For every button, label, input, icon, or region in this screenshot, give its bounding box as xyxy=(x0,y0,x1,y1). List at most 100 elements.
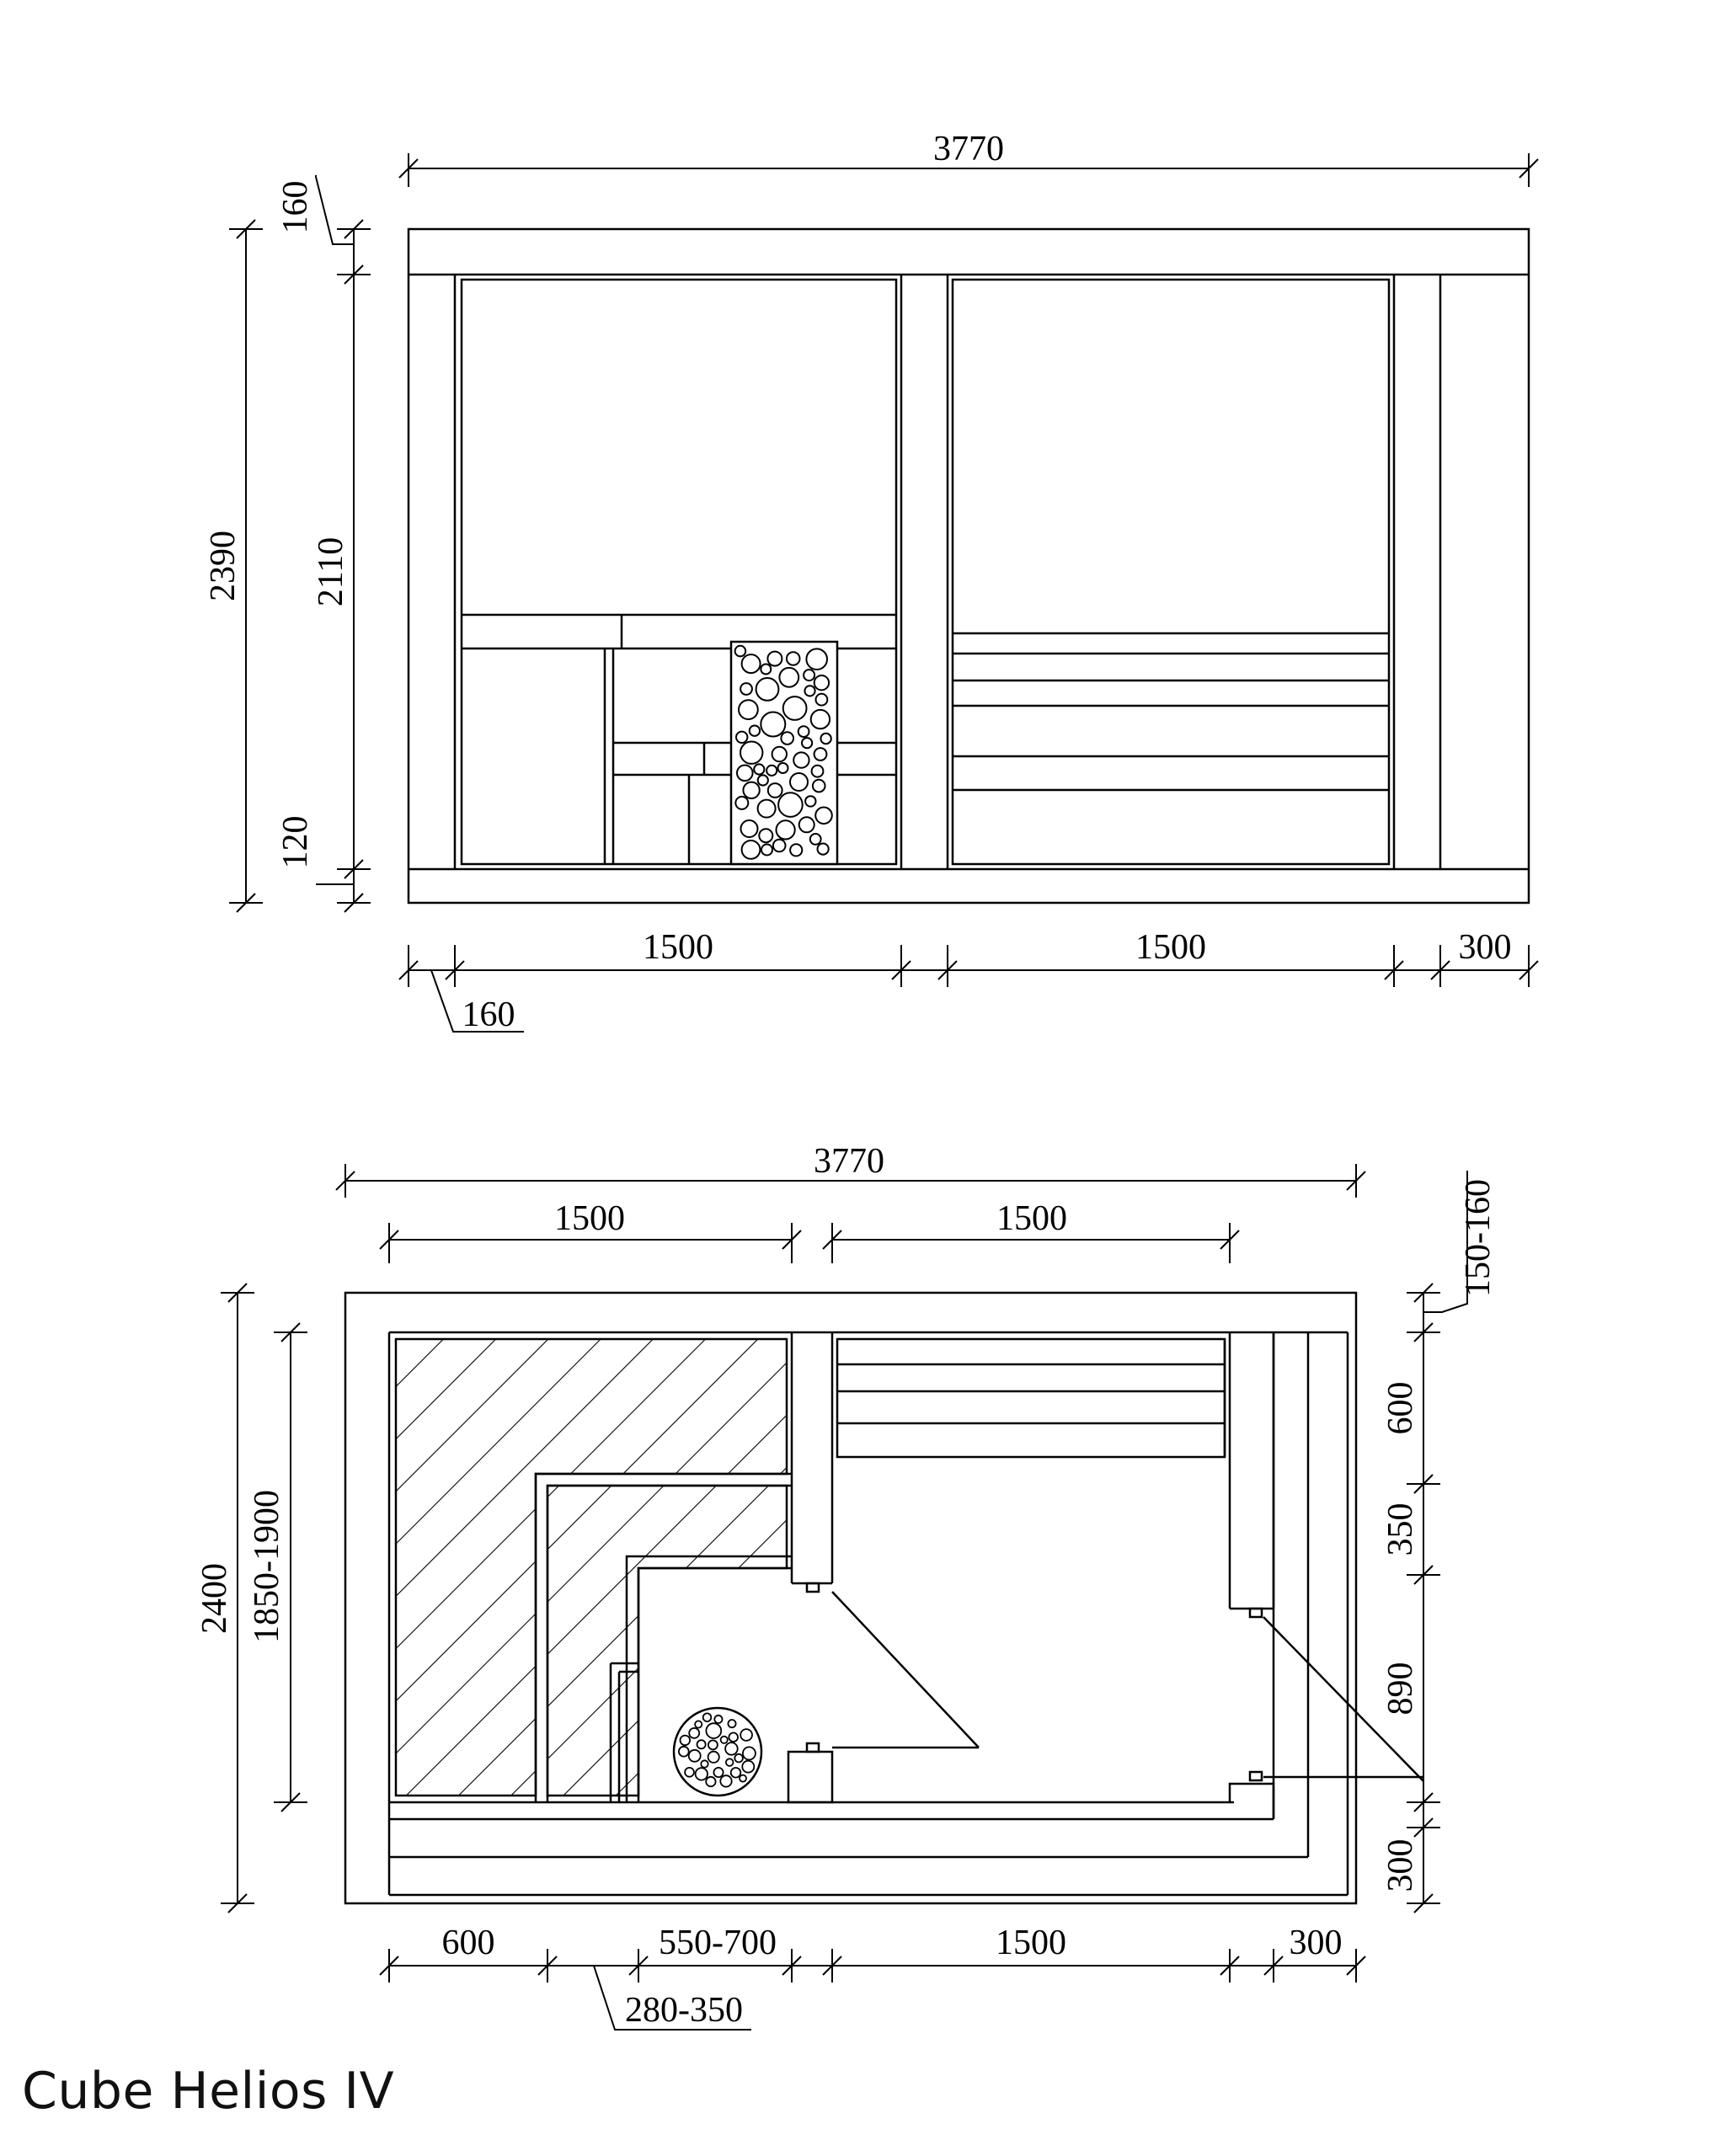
plan-depth-label: 2400 xyxy=(195,1563,234,1634)
stone xyxy=(729,1767,742,1779)
stone xyxy=(789,843,804,857)
stone xyxy=(801,737,814,750)
stone xyxy=(777,762,789,774)
left-room-pane xyxy=(460,278,898,866)
elev-right-room-label: 1500 xyxy=(1135,928,1206,967)
stone xyxy=(740,1728,753,1742)
stone xyxy=(739,1774,747,1783)
stone xyxy=(719,1735,729,1744)
plan-left-room-label: 1500 xyxy=(554,1199,625,1238)
stone xyxy=(789,772,809,792)
elev-width-label: 3770 xyxy=(933,130,1004,168)
stone xyxy=(713,1714,724,1724)
plan-bottom-left-label: 600 xyxy=(442,1924,495,1962)
stone xyxy=(719,1774,733,1788)
front-elevation xyxy=(407,227,1530,905)
elev-left-post-label: 160 xyxy=(462,995,515,1034)
stone xyxy=(814,806,833,825)
stone xyxy=(684,1767,695,1778)
elev-height-label: 2390 xyxy=(204,531,243,601)
plan-aisle-label: 350 xyxy=(1381,1503,1420,1556)
stone xyxy=(804,795,817,808)
stone xyxy=(756,774,769,787)
elev-top-beam-label: 160 xyxy=(276,181,315,234)
product-name: Cube Helios IV xyxy=(22,2062,395,2121)
stone xyxy=(760,663,772,675)
plan-bottom-room-label: 1500 xyxy=(996,1924,1066,1962)
stone xyxy=(742,781,761,799)
stone xyxy=(803,669,816,682)
stone xyxy=(740,840,761,860)
right-room-pane xyxy=(951,278,1391,866)
stone xyxy=(798,816,815,834)
stone xyxy=(793,751,810,769)
plan-right-room-label: 1500 xyxy=(996,1199,1067,1238)
stone xyxy=(677,1745,690,1758)
stone xyxy=(734,795,750,810)
stone xyxy=(740,682,753,696)
stone xyxy=(813,675,830,691)
stone xyxy=(694,1720,703,1729)
elev-left-room-label: 1500 xyxy=(643,928,713,967)
stone xyxy=(741,1759,756,1774)
stone xyxy=(810,764,825,778)
stone xyxy=(702,1712,713,1722)
stone xyxy=(771,745,788,763)
plan-width-label: 3770 xyxy=(814,1142,884,1181)
plan-front-strip-label: 300 xyxy=(1381,1839,1420,1892)
stone xyxy=(777,792,804,818)
stone xyxy=(778,666,800,688)
stone xyxy=(804,685,816,697)
stone xyxy=(772,838,787,853)
stone xyxy=(775,819,796,841)
stone xyxy=(740,654,761,675)
stone xyxy=(814,692,829,707)
plan-inner-depth-label: 1850-1900 xyxy=(248,1490,286,1643)
stove-stones xyxy=(734,644,833,860)
stone xyxy=(679,1734,692,1747)
stone xyxy=(705,1722,723,1739)
stone xyxy=(696,1739,707,1750)
stone xyxy=(707,1750,720,1764)
stone xyxy=(761,843,773,857)
plan-dimensions xyxy=(221,1164,1468,2031)
stone xyxy=(785,651,801,666)
stone xyxy=(782,696,808,721)
right-room-bench xyxy=(836,1337,1226,1459)
plan-dim-text: 3770 1500 1500 2400 1850-1900 150-160 60… xyxy=(195,1142,1498,2030)
stone xyxy=(735,730,749,744)
plan-door-zone-label: 890 xyxy=(1381,1662,1420,1716)
plan-bottom-middle-label: 550-700 xyxy=(659,1924,777,1962)
stone xyxy=(728,1732,739,1742)
elevation-dim-text: 3770 2390 2110 160 120 1500 1500 300 160 xyxy=(204,130,1512,1034)
elev-bottom-beam-label: 120 xyxy=(276,816,315,869)
stone xyxy=(740,740,764,765)
stone xyxy=(742,1746,756,1761)
stone xyxy=(700,1759,709,1769)
stone xyxy=(734,1753,744,1764)
stone xyxy=(816,842,830,856)
stone xyxy=(766,782,783,798)
stone xyxy=(809,833,822,846)
stone xyxy=(713,1766,724,1778)
floor-plan xyxy=(344,1291,1424,1905)
plan-stove-stones xyxy=(677,1712,756,1788)
elev-right-end-label: 300 xyxy=(1459,928,1512,967)
stone xyxy=(805,648,829,671)
stone xyxy=(811,778,826,793)
stone xyxy=(738,699,759,720)
stone xyxy=(748,724,761,737)
stone xyxy=(797,725,810,738)
stone xyxy=(687,1748,702,1763)
elevation-dimensions xyxy=(229,153,1539,1033)
stone xyxy=(758,828,774,844)
stone xyxy=(705,1775,717,1788)
stone xyxy=(760,711,787,738)
stone xyxy=(756,798,777,819)
stone xyxy=(813,747,828,761)
stone xyxy=(688,1726,701,1739)
stone xyxy=(766,650,783,667)
stone xyxy=(809,708,831,730)
stone xyxy=(724,1742,739,1756)
